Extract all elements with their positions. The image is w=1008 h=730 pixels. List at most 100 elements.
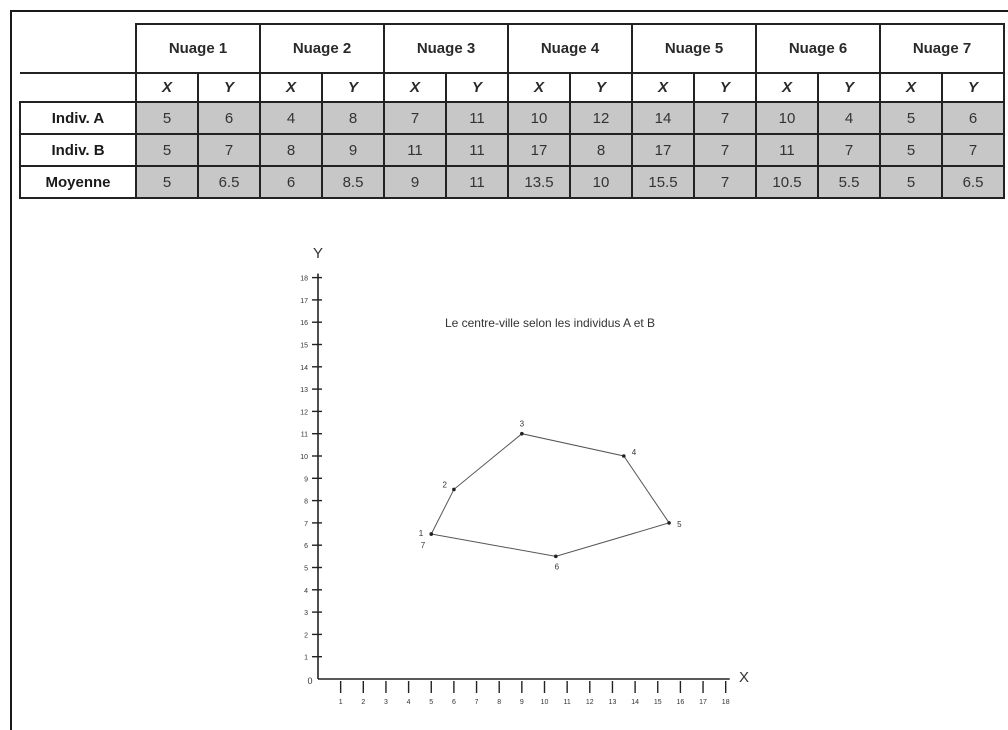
data-point: [621, 454, 626, 458]
axis-header-4-x: X: [507, 72, 571, 103]
point-label: 2: [442, 480, 447, 489]
y-tick-label: 4: [304, 588, 308, 595]
point-label: 3: [520, 420, 525, 429]
y-tick-label: 3: [304, 610, 308, 617]
value-cell: 5.5: [817, 165, 881, 199]
value-cell: 6: [259, 165, 323, 199]
axis-header-3-x: X: [383, 72, 447, 103]
y-tick-label: 16: [300, 320, 308, 327]
x-tick-label: 11: [564, 699, 571, 706]
x-tick-label: 18: [722, 699, 730, 706]
axis-header-2-y: Y: [321, 72, 385, 103]
data-point: [520, 431, 524, 436]
y-tick-label: 11: [301, 432, 308, 439]
data-point: [667, 521, 671, 525]
value-cell: 8: [321, 101, 385, 135]
value-cell: 9: [321, 133, 385, 167]
row-label: Indiv. A: [19, 101, 137, 135]
value-cell: 10.5: [755, 165, 819, 199]
x-axis-label: X: [739, 669, 749, 686]
value-cell: 13.5: [507, 165, 571, 199]
value-cell: 7: [693, 165, 757, 199]
value-cell: 11: [383, 133, 447, 167]
y-tick-label: 7: [304, 521, 308, 528]
cloud-header-2: Nuage 2: [259, 23, 385, 74]
data-point: [429, 532, 434, 536]
x-tick-label: 3: [384, 699, 388, 706]
value-cell: 12: [569, 101, 633, 135]
value-cell: 5: [879, 101, 943, 135]
x-tick-label: 8: [497, 699, 501, 706]
value-cell: 14: [631, 101, 695, 135]
x-tick-label: 7: [475, 699, 479, 706]
value-cell: 9: [383, 165, 447, 199]
corner-cell: [20, 24, 137, 74]
x-tick-label: 10: [541, 699, 549, 706]
value-cell: 7: [197, 133, 261, 167]
value-cell: 5: [879, 133, 943, 167]
cloud-header-3: Nuage 3: [383, 23, 509, 74]
value-cell: 11: [445, 165, 509, 199]
value-cell: 8: [259, 133, 323, 167]
x-tick-label: 9: [520, 699, 524, 706]
x-tick-label: 12: [586, 699, 594, 706]
point-label: 6: [555, 562, 560, 571]
value-cell: 4: [259, 101, 323, 135]
cloud-header-7: Nuage 7: [879, 23, 1005, 74]
data-point: [452, 487, 456, 492]
value-cell: 10: [569, 165, 633, 199]
x-tick-label: 13: [609, 699, 617, 706]
y-tick-label: 18: [300, 276, 308, 283]
value-cell: 15.5: [631, 165, 695, 199]
axis-header-5-x: X: [631, 72, 695, 103]
value-cell: 6.5: [941, 165, 1005, 199]
chart-title: Le centre-ville selon les individus A et…: [445, 316, 655, 330]
cloud-header-5: Nuage 5: [631, 23, 757, 74]
y-tick-label: 9: [304, 476, 308, 483]
value-cell: 17: [631, 133, 695, 167]
axis-header-5-y: Y: [693, 72, 757, 103]
value-cell: 5: [135, 101, 199, 135]
value-cell: 4: [817, 101, 881, 135]
axis-header-1-x: X: [135, 72, 199, 103]
data-point: [554, 554, 558, 559]
y-tick-label: 6: [304, 543, 308, 550]
axis-header-7-y: Y: [941, 72, 1005, 103]
value-cell: 6.5: [197, 165, 261, 199]
figure-frame: [10, 10, 1008, 730]
value-cell: 8: [569, 133, 633, 167]
point-label: 4: [632, 448, 637, 457]
row-label: Indiv. B: [19, 133, 137, 167]
cloud-header-6: Nuage 6: [755, 23, 881, 74]
point-label: 7: [421, 541, 426, 550]
y-tick-label: 14: [300, 365, 308, 372]
x-tick-label: 2: [361, 699, 365, 706]
value-cell: 11: [755, 133, 819, 167]
value-cell: 7: [693, 133, 757, 167]
axis-header-3-y: Y: [445, 72, 509, 103]
value-cell: 5: [135, 165, 199, 199]
value-cell: 5: [879, 165, 943, 199]
value-cell: 10: [755, 101, 819, 135]
value-cell: 6: [941, 101, 1005, 135]
y-tick-label: 2: [304, 632, 308, 639]
value-cell: 6: [197, 101, 261, 135]
y-tick-label: 5: [304, 566, 308, 573]
y-tick-label: 1: [304, 655, 308, 662]
row-label: Moyenne: [19, 165, 137, 199]
y-tick-label: 12: [300, 409, 308, 416]
value-cell: 17: [507, 133, 571, 167]
axis-header-6-y: Y: [817, 72, 881, 103]
axis-header-1-y: Y: [197, 72, 261, 103]
value-cell: 7: [693, 101, 757, 135]
x-tick-label: 14: [631, 699, 639, 706]
origin-label: 0: [307, 676, 312, 686]
